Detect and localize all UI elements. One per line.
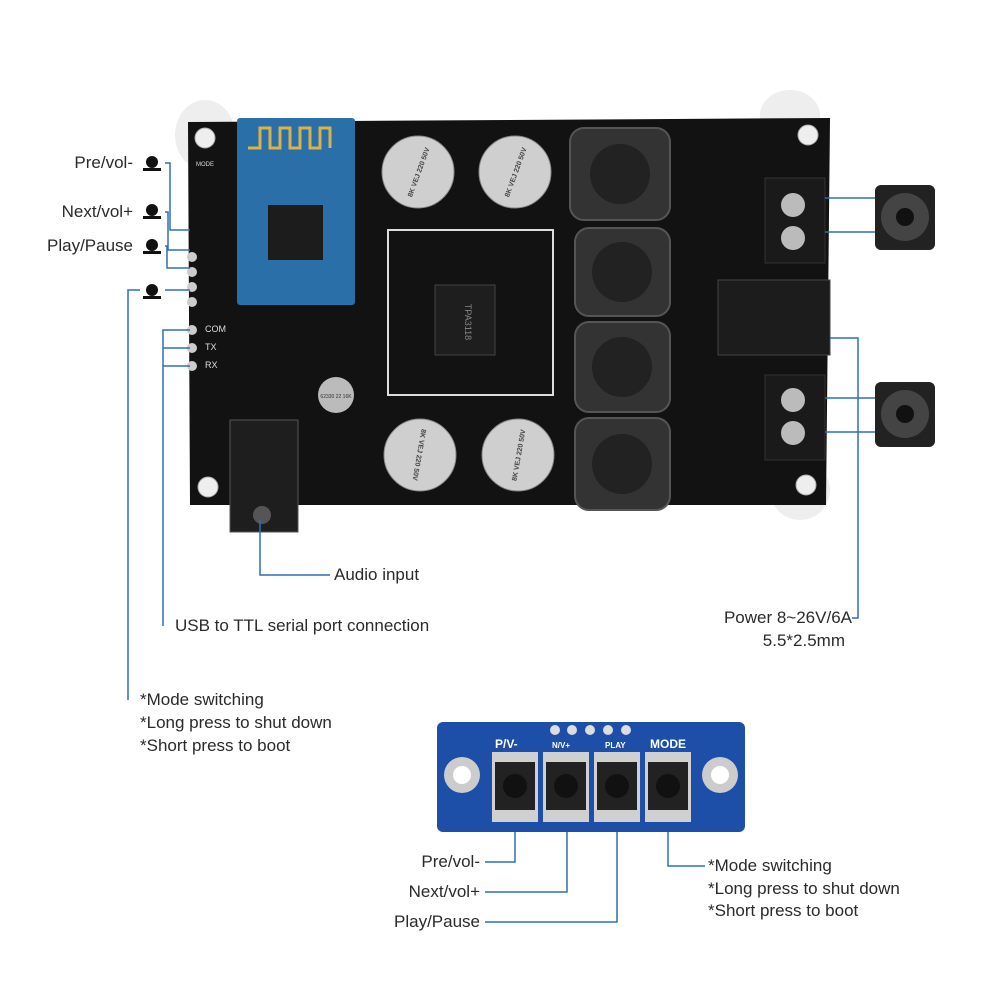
audio-input-label: Audio input [334,565,420,584]
tx-pin-label: TX [205,342,217,352]
board-short-press-label: *Short press to boot [708,901,859,920]
pre-vol-label: Pre/vol- [74,153,133,172]
power-jack-size-label: 5.5*2.5mm [762,631,845,650]
speaker-icon [875,185,935,250]
mode-switching-label: *Mode switching [140,690,264,709]
button-label-play: PLAY [605,741,626,750]
amplifier-chip [434,284,496,356]
power-jack [717,279,831,356]
rx-pin-label: RX [205,360,218,370]
play-pause-label: Play/Pause [47,236,133,255]
long-press-label: *Long press to shut down [140,713,332,732]
mode-pin-label: MODE [196,162,214,168]
button-icon [143,156,161,299]
right-speaker-terminal [764,374,826,461]
amplifier-board: TPA3118 8K VEJ 220 50V 8K VEJ 220 50V 8K… [187,118,831,533]
usb-ttl-label: USB to TTL serial port connection [175,616,430,635]
power-label: Power 8~26V/6A [723,608,852,627]
next-vol-label: Next/vol+ [61,202,133,221]
com-pin-label: COM [205,324,226,334]
button-label-pv-minus: P/V- [495,737,518,751]
left-speaker-terminal [764,177,826,264]
board-pre-vol-label: Pre/vol- [421,852,480,871]
speaker-icon [875,382,935,447]
chip-label: TPA3118 [463,304,473,340]
regulator-cap-label: 62330 22 16K [320,394,352,400]
board-play-pause-label: Play/Pause [394,912,480,931]
button-board: P/V- N/V+ PLAY MODE [437,722,745,832]
board-mode-switching-label: *Mode switching [708,856,832,875]
board-next-vol-label: Next/vol+ [408,882,480,901]
button-label-nv-plus: N/V+ [552,741,570,750]
board-long-press-label: *Long press to shut down [708,879,900,898]
short-press-label: *Short press to boot [140,736,291,755]
button-label-mode: MODE [650,737,686,751]
